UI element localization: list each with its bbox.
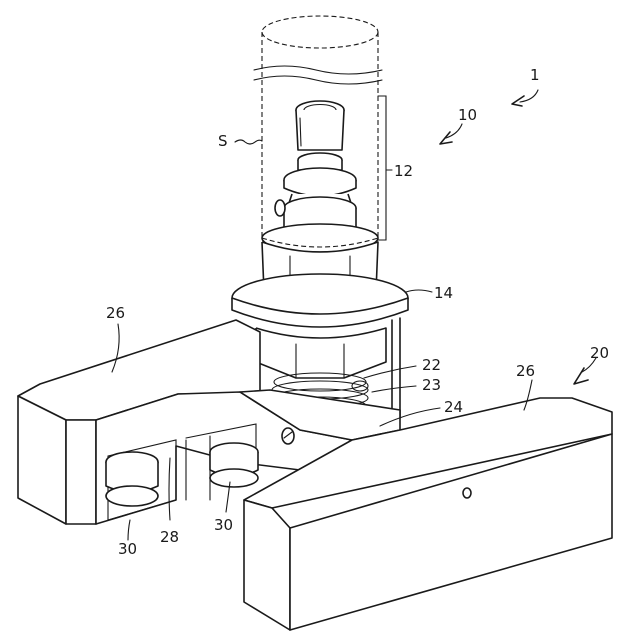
label-26-right: 26	[516, 362, 535, 380]
pad-left	[106, 452, 158, 506]
label-20: 20	[590, 344, 609, 362]
label-14: 14	[434, 284, 453, 302]
label-12: 12	[394, 162, 413, 180]
label-30-left: 30	[118, 540, 137, 558]
label-28: 28	[160, 528, 179, 546]
label-26-left: 26	[106, 304, 125, 322]
label-22: 22	[422, 356, 441, 374]
label-s: S	[218, 132, 228, 150]
label-23: 23	[422, 376, 441, 394]
label-30-right: 30	[214, 516, 233, 534]
label-1: 1	[530, 66, 540, 84]
flange-14	[232, 274, 408, 327]
bracket-12	[378, 96, 386, 240]
label-24: 24	[444, 398, 463, 416]
label-10: 10	[458, 106, 477, 124]
pad-right	[210, 443, 258, 487]
